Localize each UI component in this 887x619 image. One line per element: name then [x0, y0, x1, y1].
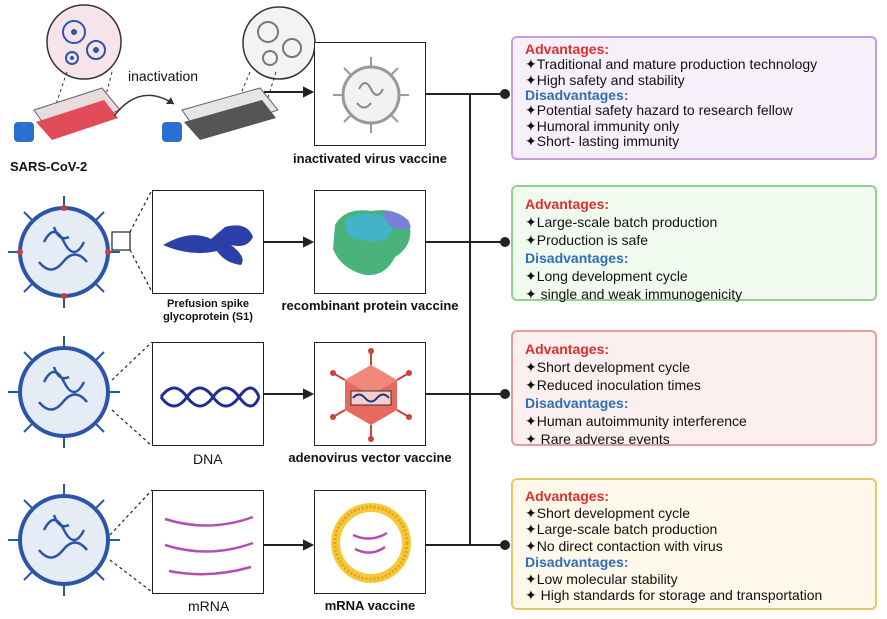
dna-helix-icon — [159, 386, 261, 408]
inactivated-vaccine-frame — [314, 42, 426, 146]
spike-label: Prefusion spike glycoprotein (S1) — [163, 298, 253, 323]
magnifier-circle-inactivated-virus — [242, 6, 316, 80]
recombinant-protein-panel: Advantages: ✦Large-scale batch productio… — [511, 185, 877, 302]
disadvantage-item: ✦ single and weak immunogenicity — [525, 286, 743, 302]
red-culture-flask — [14, 71, 121, 142]
advantage-item: ✦Traditional and mature production techn… — [525, 56, 818, 72]
disadvantage-item: ✦ Rare adverse events — [525, 431, 670, 447]
mrna-vaccine-frame — [314, 490, 426, 594]
disadvantage-item: ✦Potential safety hazard to research fel… — [525, 102, 793, 118]
adenovirus-vaccine-frame — [314, 342, 426, 446]
advantage-item: ✦Short development cycle — [525, 504, 691, 521]
disadvantages-heading: Disadvantages: — [525, 87, 629, 103]
inactivation-arrow — [113, 94, 175, 117]
advantage-item: ✦Production is safe — [525, 232, 649, 248]
advantage-item: ✦Reduced inoculation times — [525, 377, 701, 393]
vaccine-name-2: adenovirus vector vaccine — [288, 450, 452, 465]
mrna-frame — [152, 490, 264, 594]
magnifier-circle-live-virus — [46, 4, 122, 80]
advantages-heading: Advantages: — [525, 196, 610, 212]
mrna-panel: Advantages: ✦Short development cycle ✦La… — [511, 478, 877, 610]
spike-protein-frame — [152, 190, 264, 294]
inactivated-virus-panel: Advantages: ✦Traditional and mature prod… — [511, 36, 877, 160]
mrna-label: mRNA — [188, 598, 230, 614]
lipid-nanoparticle-icon — [331, 503, 411, 583]
dna-label: DNA — [193, 451, 223, 467]
sars-cov-2-virus-icon-row4 — [8, 484, 120, 596]
disadvantage-item: ✦Humoral immunity only — [525, 117, 680, 134]
disadvantages-heading: Disadvantages: — [525, 395, 629, 411]
disadvantage-item: ✦Short- lasting immunity — [525, 133, 680, 149]
advantages-heading: Advantages: — [525, 341, 610, 357]
vaccine-name-0: inactivated virus vaccine — [293, 151, 447, 166]
disadvantage-item: ✦ High standards for storage and transpo… — [525, 587, 823, 603]
advantage-item: ✦Large-scale batch production — [525, 214, 718, 230]
advantage-item: ✦Large-scale batch production — [525, 521, 718, 537]
adenovirus-vector-icon — [330, 348, 412, 442]
mrna-strands-icon — [164, 515, 254, 576]
advantages-heading: Advantages: — [525, 488, 610, 504]
sars-cov-2-virus-icon-row3 — [8, 336, 120, 448]
disadvantages-heading: Disadvantages: — [525, 554, 629, 570]
adenovirus-vector-panel: Advantages: ✦Short development cycle ✦Re… — [511, 330, 877, 447]
inactivated-virus-icon — [333, 57, 409, 133]
advantage-item: ✦Short development cycle — [525, 359, 691, 375]
inactivation-label: inactivation — [128, 68, 199, 84]
spike-protein-icon — [163, 225, 253, 265]
advantage-item: ✦No direct contaction with virus — [525, 537, 723, 554]
advantage-item: ✦High safety and stability — [525, 71, 685, 88]
vaccine-name-3: mRNA vaccine — [324, 598, 416, 613]
disadvantages-heading: Disadvantages: — [525, 250, 629, 266]
vaccine-name-1: recombinant protein vaccine — [281, 298, 459, 313]
disadvantage-item: ✦Human autoimmunity interference — [525, 413, 747, 429]
sars-cov-2-virus-icon — [8, 196, 120, 308]
virus-name-label: SARS-CoV-2 — [10, 159, 88, 174]
disadvantage-item: ✦Long development cycle — [525, 268, 688, 284]
disadvantage-item: ✦Low molecular stability — [525, 570, 678, 587]
gray-culture-flask — [162, 71, 279, 142]
advantages-heading: Advantages: — [525, 41, 610, 57]
recombinant-protein-icon — [333, 210, 411, 276]
recombinant-vaccine-frame — [314, 190, 426, 294]
dna-frame — [152, 342, 264, 446]
